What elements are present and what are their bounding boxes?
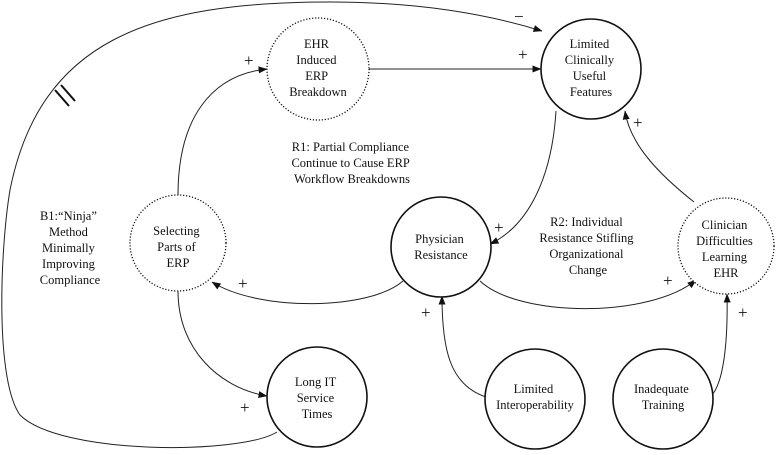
link-selecting-to-long-it: + (177, 290, 268, 417)
loop-line: Organizational (549, 247, 624, 261)
link-arc (177, 290, 268, 399)
link-physician-to-clinician: + (479, 271, 697, 310)
loop-line: Improving (42, 257, 96, 271)
link-polarity-selecting-to-long-it: + (240, 398, 250, 417)
node-ehr-induced-erp-breakdown: EHR Induced ERP Breakdown (266, 17, 370, 121)
node-long-it-service-times: Long IT Service Times (266, 346, 368, 448)
node-line: Parts of (157, 240, 196, 254)
links: − + + + + + (1, 1, 748, 449)
node-line: Long IT (295, 375, 337, 389)
node-line: Learning (702, 250, 748, 264)
svg-text:Limited Interoperabili: Limited Interoperability (496, 382, 574, 412)
node-line: ERP (305, 69, 328, 83)
loop-line: B1:“Ninja” (40, 209, 97, 223)
link-training-to-clinician: + (709, 293, 748, 398)
node-line: Breakdown (289, 85, 347, 99)
loop-line: R2: Individual (550, 215, 623, 229)
node-line: Clinically (565, 53, 615, 67)
node-line: Features (570, 85, 612, 99)
loop-labels: R1: Partial Compliance Continue to Cause… (40, 140, 636, 287)
node-line: Useful (573, 69, 607, 83)
link-arc (709, 293, 731, 398)
node-line: Inadequate (634, 382, 689, 396)
link-polarity-limited-features-to-physician: + (494, 218, 504, 237)
link-polarity-clinician-to-limited-features: + (633, 113, 643, 132)
loop-line: Resistance Stifling (539, 231, 634, 245)
node-line: Interoperability (496, 398, 574, 412)
svg-text:Limited Clinically: Limited Clinically Useful Features (565, 37, 617, 99)
link-polarity-long-it-to-limited-features: − (514, 7, 524, 26)
loop-line: Method (49, 225, 89, 239)
link-polarity-interop-to-physician: + (421, 303, 431, 322)
link-polarity-physician-to-selecting: + (238, 274, 248, 293)
link-selecting-to-ehr-breakdown: + (177, 51, 268, 196)
node-line: EHR (714, 266, 740, 280)
loop-line: Minimally (42, 241, 96, 255)
node-line: EHR (304, 37, 330, 51)
link-limited-features-to-physician: + (489, 110, 557, 245)
loop-line: Compliance (40, 273, 101, 287)
svg-text:Clinician Difficulties: Clinician Difficulties Learning EHR (696, 218, 756, 280)
node-line: Induced (296, 53, 337, 67)
node-line: Physician (415, 232, 464, 246)
link-arc (479, 279, 697, 310)
node-limited-interoperability: Limited Interoperability (484, 348, 586, 450)
loop-line: Continue to Cause ERP (291, 156, 409, 170)
link-arc (622, 110, 695, 203)
node-clinician-difficulties-learning-ehr: Clinician Difficulties Learning EHR (677, 197, 775, 295)
loop-label-b1: B1:“Ninja” Method Minimally Improving Co… (40, 209, 101, 287)
node-selecting-parts-of-erp: Selecting Parts of ERP (129, 194, 227, 292)
node-line: Limited (514, 382, 554, 396)
loop-label-r2: R2: Individual Resistance Stifling Organ… (539, 215, 636, 277)
link-arc (211, 280, 404, 305)
svg-text:Inadequate Training: Inadequate Training (634, 382, 692, 412)
node-line: Limited (570, 37, 610, 51)
node-line: ERP (167, 256, 190, 270)
svg-text:Physician Resistance: Physician Resistance (414, 232, 468, 262)
loop-line: Change (569, 263, 608, 277)
node-line: Resistance (414, 248, 468, 262)
link-interop-to-physician: + (421, 295, 487, 398)
node-inadequate-training: Inadequate Training (612, 348, 714, 450)
nodes: EHR Induced ERP Breakdown Limited Clinic… (129, 17, 775, 450)
link-polarity-training-to-clinician: + (738, 303, 748, 322)
link-polarity-selecting-to-ehr-breakdown: + (244, 51, 254, 70)
node-line: Selecting (153, 224, 200, 238)
link-clinician-to-limited-features: + (622, 110, 695, 203)
delay-mark (54, 84, 76, 107)
loop-label-r1: R1: Partial Compliance Continue to Cause… (291, 140, 412, 186)
svg-text:EHR Induced ER: EHR Induced ERP Breakdown (289, 37, 347, 99)
node-line: Training (642, 398, 685, 412)
link-physician-to-selecting: + (211, 274, 404, 305)
node-line: Service (297, 391, 335, 405)
link-arc (438, 295, 487, 398)
link-arc (489, 110, 557, 245)
link-polarity-physician-to-clinician: + (663, 271, 673, 290)
loop-line: Workflow Breakdowns (294, 172, 410, 186)
node-limited-clinically-useful-features: Limited Clinically Useful Features (540, 18, 642, 120)
node-line: Clinician (702, 218, 749, 232)
link-arc (1, 1, 543, 449)
node-line: Difficulties (696, 234, 753, 248)
svg-text:Long IT Service: Long IT Service Times (295, 375, 339, 421)
loop-line: R1: Partial Compliance (292, 140, 410, 154)
link-polarity-ehr-breakdown-to-limited-features: + (518, 45, 528, 64)
link-long-it-to-limited-features: − (1, 1, 543, 449)
node-line: Times (302, 407, 333, 421)
link-ehr-breakdown-to-limited-features: + (369, 45, 542, 73)
node-physician-resistance: Physician Resistance (390, 196, 492, 298)
svg-text:Selecting Parts of: Selecting Parts of ERP (153, 224, 203, 270)
link-arc (177, 66, 268, 196)
